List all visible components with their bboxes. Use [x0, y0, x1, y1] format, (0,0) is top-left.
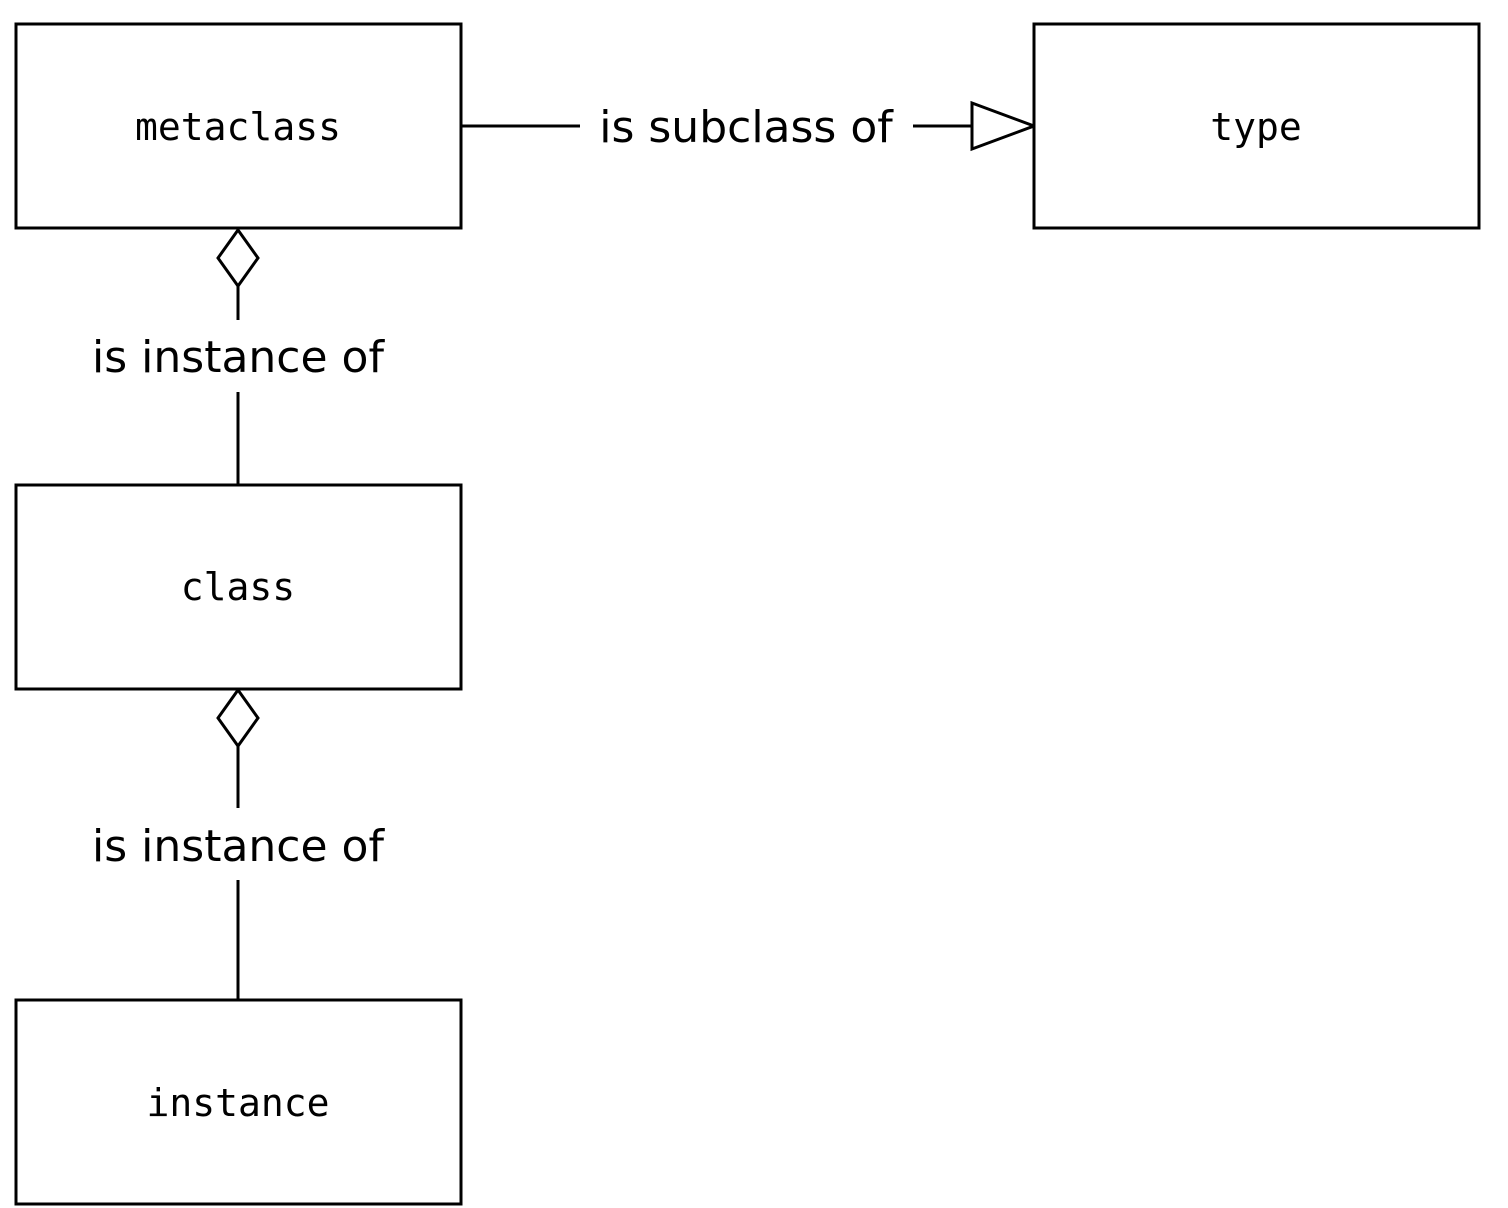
- generalization-arrowhead-icon: [970, 100, 1039, 152]
- edge-label-is-subclass-of: is subclass of: [599, 102, 894, 153]
- node-label-type: type: [1210, 105, 1302, 149]
- aggregation-diamond-icon: [216, 227, 260, 289]
- node-label-class: class: [181, 565, 295, 609]
- edge-instance-instance-of-class: is instance of: [92, 687, 385, 1000]
- edge-class-instance-of-metaclass: is instance of: [92, 227, 385, 485]
- node-type: type: [1032, 22, 1481, 230]
- node-label-instance: instance: [146, 1081, 329, 1125]
- node-class: class: [14, 483, 463, 691]
- node-label-metaclass: metaclass: [135, 105, 341, 149]
- node-metaclass: metaclass: [14, 22, 463, 230]
- edge-label-is-instance-of: is instance of: [92, 332, 385, 383]
- node-instance: instance: [14, 998, 463, 1206]
- aggregation-diamond-icon: [216, 687, 260, 749]
- edge-metaclass-subclass-of-type: is subclass of: [461, 100, 1039, 153]
- edge-label-is-instance-of: is instance of: [92, 821, 385, 872]
